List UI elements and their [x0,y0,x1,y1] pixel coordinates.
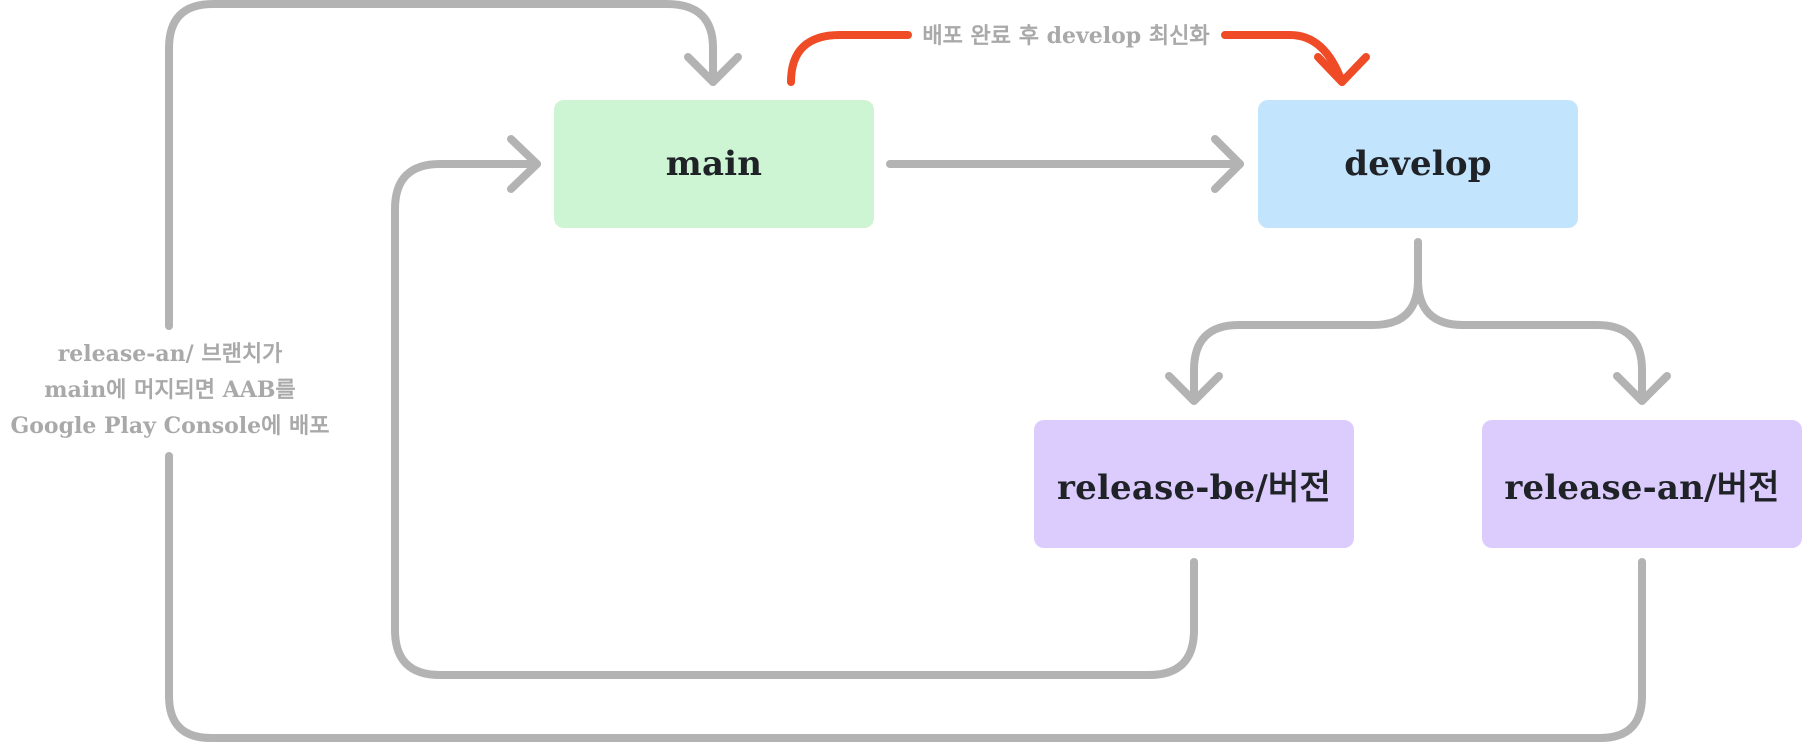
node-develop: develop [1258,100,1578,228]
arrowhead-release-be [1165,372,1223,405]
node-develop-label: develop [1344,144,1492,184]
node-main: main [554,100,874,228]
deploy-annotation: release-an/ 브랜치가 main에 머지되면 AAB를 Google … [0,336,340,444]
deploy-annotation-line-3: Google Play Console에 배포 [10,413,330,439]
sync-label: 배포 완료 후 develop 최신화 [922,23,1210,49]
connector-develop-to-release-an [1414,276,1646,404]
node-release-be: release-be/버전 [1034,420,1354,548]
deploy-annotation-line-2: main에 머지되면 AAB를 [44,377,296,403]
connector-release-an-to-main-outer [165,0,1646,742]
deploy-annotation-line-1: release-an/ 브랜치가 [57,341,283,367]
connector-release-be-to-main [391,160,1198,679]
arrowhead-main-left [507,135,541,193]
arrowhead-develop-left [1211,135,1244,193]
node-release-an-label: release-an/버전 [1504,467,1780,508]
node-release-an: release-an/버전 [1482,420,1802,548]
connector-develop-to-release-be [1190,238,1422,404]
arrowhead-release-an [1613,372,1671,405]
sync-arrow-left-segment [787,31,912,86]
sync-arrowhead [1314,53,1370,86]
node-main-label: main [665,144,763,184]
node-release-be-label: release-be/버전 [1057,467,1331,508]
arrowhead-main-top [684,53,742,86]
